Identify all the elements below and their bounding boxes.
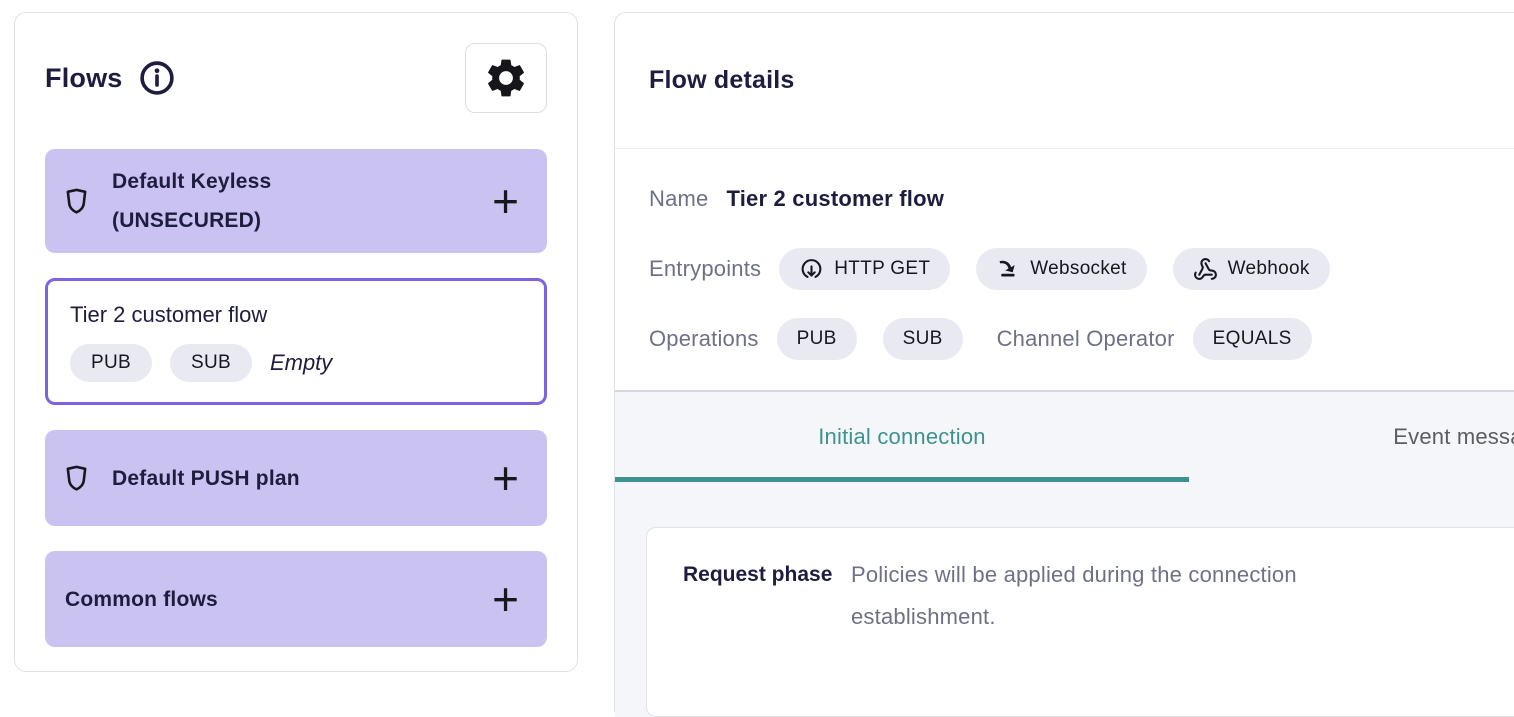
flow-list: Default Keyless (UNSECURED) + Tier 2 cus… <box>45 149 547 647</box>
flows-title-group: Flows <box>45 43 176 97</box>
tab-event-messages[interactable]: Event messages <box>1393 424 1514 449</box>
plan-item-label: Common flows <box>65 587 218 611</box>
flows-panel-title: Flows <box>45 62 123 93</box>
plan-item-label: Default Keyless (UNSECURED) <box>112 170 272 232</box>
shield-icon <box>61 185 92 218</box>
tab-initial-connection[interactable]: Initial connection <box>615 392 1189 482</box>
plan-item-default-push[interactable]: Default PUSH plan + <box>45 430 547 526</box>
operations-row: Operations PUB SUB Channel Operator EQUA… <box>649 318 1514 360</box>
shield-icon <box>61 462 92 495</box>
channel-operator-value: EQUALS <box>1212 328 1292 349</box>
entrypoint-chip-http-get: HTTP GET <box>779 248 951 290</box>
flow-details-panel: Flow details Name Tier 2 customer flow E… <box>614 12 1514 717</box>
flow-phase-tabs: Initial connection Event messages <box>615 390 1514 482</box>
operation-chip-pub: PUB <box>776 318 857 360</box>
entrypoint-chip-label: Webhook <box>1227 258 1310 279</box>
entrypoint-chip-webhook: Webhook <box>1172 248 1330 290</box>
plus-icon[interactable]: + <box>492 452 519 504</box>
flow-empty-label: Empty <box>269 350 333 375</box>
flows-panel: Flows Defa <box>14 12 578 672</box>
webhook-icon <box>1193 257 1218 282</box>
operation-chip-label: SUB <box>902 328 943 349</box>
channel-operator-label: Channel Operator <box>996 326 1175 351</box>
plan-item-common-flows[interactable]: Common flows + <box>45 551 547 647</box>
name-label: Name <box>649 186 709 211</box>
operation-chip-sub: SUB <box>882 318 963 360</box>
operation-chip-label: PUB <box>796 328 837 349</box>
request-phase-card: Request phase Policies will be applied d… <box>646 527 1514 717</box>
plan-item-default-keyless[interactable]: Default Keyless (UNSECURED) + <box>45 149 547 253</box>
flow-item-badges: PUB SUB Empty <box>70 344 522 382</box>
operations-label: Operations <box>649 326 759 351</box>
flow-details-meta: Name Tier 2 customer flow Entrypoints HT… <box>615 149 1514 390</box>
info-icon[interactable] <box>138 59 176 97</box>
request-phase-description: Policies will be applied during the conn… <box>851 562 1297 629</box>
tab-content-initial-connection: Request phase Policies will be applied d… <box>615 482 1514 717</box>
arrow-down-circle-icon <box>799 257 824 282</box>
plus-icon[interactable]: + <box>492 573 519 625</box>
flow-details-title: Flow details <box>649 66 795 94</box>
flow-item-tier-2-customer-flow[interactable]: Tier 2 customer flow PUB SUB Empty <box>45 278 547 405</box>
flow-item-title: Tier 2 customer flow <box>70 302 268 327</box>
flows-header: Flows <box>45 43 547 113</box>
gear-icon <box>483 55 529 101</box>
entrypoint-chip-websocket: Websocket <box>976 248 1147 290</box>
entrypoints-label: Entrypoints <box>649 256 762 281</box>
request-phase-label: Request phase <box>683 563 833 586</box>
channel-operator-chip: EQUALS <box>1192 318 1312 360</box>
name-row: Name Tier 2 customer flow <box>649 178 1514 220</box>
plan-item-label: Default PUSH plan <box>112 466 300 490</box>
operation-badge-pub: PUB <box>70 344 152 382</box>
websocket-icon <box>996 257 1020 281</box>
flow-details-header: Flow details <box>615 13 1514 149</box>
plus-icon[interactable]: + <box>492 175 519 227</box>
operation-badge-sub: SUB <box>169 344 252 382</box>
entrypoint-chip-label: HTTP GET <box>834 258 931 279</box>
flows-settings-button[interactable] <box>465 43 547 113</box>
name-value: Tier 2 customer flow <box>726 186 945 211</box>
entrypoints-row: Entrypoints HTTP GET <box>649 248 1514 290</box>
entrypoint-chip-label: Websocket <box>1030 258 1127 279</box>
